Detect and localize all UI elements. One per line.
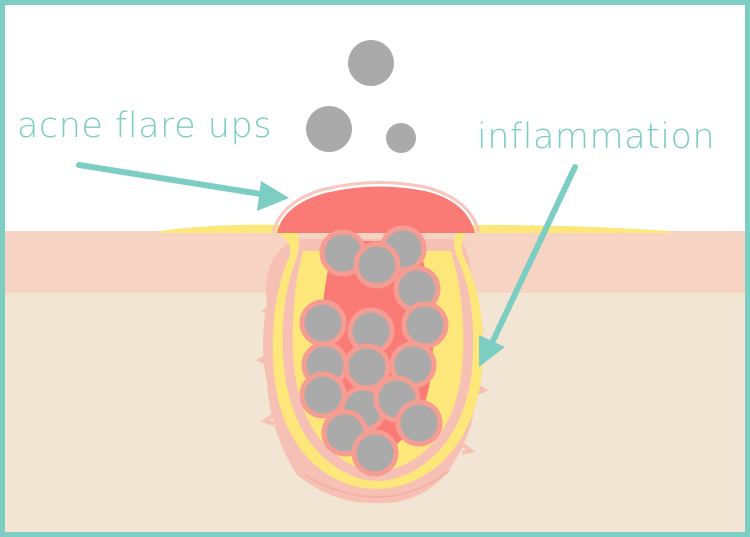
bacteria-particle [348, 40, 394, 86]
bacteria-cell [299, 371, 347, 419]
surface-oil-film [160, 224, 295, 233]
arrow-down-left-icon [479, 164, 578, 367]
bacteria-cell [401, 301, 449, 349]
bacteria-cell [351, 429, 399, 477]
bacteria-cluster [299, 225, 449, 477]
pus-sac [272, 231, 484, 489]
bacteria-cell [353, 241, 401, 289]
label-acne-flare-ups: acne flare ups [17, 106, 272, 146]
bacteria-particle [386, 123, 416, 153]
bacteria-cell [299, 299, 347, 347]
acne-bump [277, 186, 475, 233]
surface-oil-film-right [455, 224, 670, 233]
label-inflammation: inflammation [477, 117, 715, 157]
acne-diagram: acne flare ups inflammation [5, 40, 745, 532]
bacteria-particle [306, 106, 352, 152]
escaping-bacteria [306, 40, 416, 153]
bacteria-cell [395, 399, 443, 447]
acne-bump-rim [271, 180, 481, 234]
arrow-right-icon [76, 162, 289, 211]
